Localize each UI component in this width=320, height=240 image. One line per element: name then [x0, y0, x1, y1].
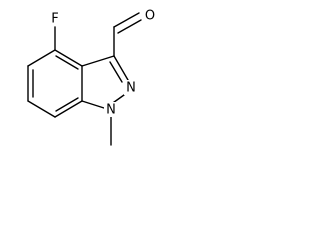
molecule-drawing: F O N N	[27, 9, 158, 146]
bond-c3-n2-inner	[109, 61, 123, 83]
bond-c3a-c4	[54, 49, 83, 67]
bond-n1-c7a	[81, 100, 105, 109]
bond-c3a-c3	[81, 55, 115, 67]
fluorine-atom-label: F	[51, 12, 58, 27]
bond-cho-o-inner	[117, 19, 142, 34]
structure-canvas: F O N N	[0, 0, 172, 162]
bond-c7-c7a	[54, 100, 83, 118]
bond-c3a-c4-inner	[55, 55, 79, 70]
bond-c6-c7	[27, 100, 56, 118]
nitrogen-1-atom-label: N	[106, 103, 116, 118]
bond-c7-c7a-inner	[55, 97, 79, 112]
bond-cho-o	[113, 12, 140, 28]
bond-c4-c5	[27, 49, 56, 67]
bond-c3-n2	[113, 55, 129, 81]
nitrogen-2-atom-label: N	[126, 81, 136, 96]
oxygen-atom-label: O	[145, 9, 155, 24]
